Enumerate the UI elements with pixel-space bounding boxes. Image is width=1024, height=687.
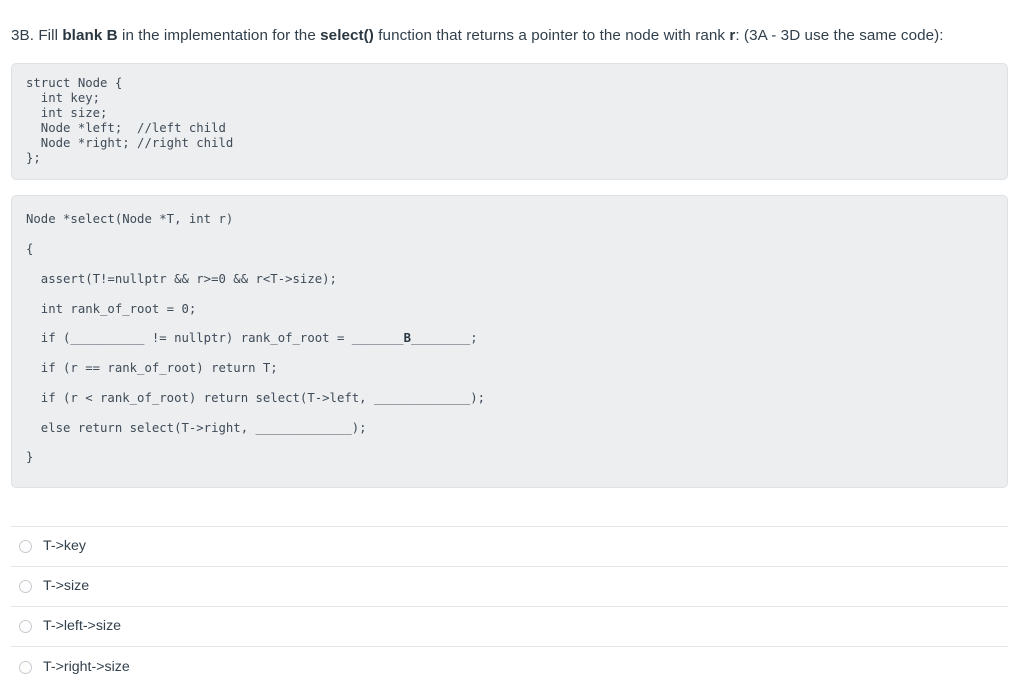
code-line-close-brace: } xyxy=(26,450,34,465)
option-row-t-key[interactable]: T->key xyxy=(11,527,1008,568)
prompt-bold-blank-b: blank B xyxy=(62,27,118,44)
code-line-open-brace: { xyxy=(26,242,34,257)
option-row-t-size[interactable]: T->size xyxy=(11,567,1008,608)
radio-button-icon[interactable] xyxy=(19,540,32,554)
option-label: T->left->size xyxy=(43,618,122,635)
struct-code-text: struct Node { int key; int size; Node *l… xyxy=(26,75,234,166)
prompt-text-4: : (3A - 3D use the same code): xyxy=(735,27,944,44)
radio-button-icon[interactable] xyxy=(19,660,32,674)
answer-options-list: T->key T->size T->left->size T->right->s… xyxy=(11,526,1008,687)
code-line-blank-b-suffix: ________; xyxy=(410,331,478,346)
code-line-rank-init: int rank_of_root = 0; xyxy=(26,301,197,316)
code-line-blank-b-prefix: if (__________ != nullptr) rank_of_root … xyxy=(26,331,404,346)
prompt-bold-select: select() xyxy=(320,27,374,44)
question-prompt: 3B. Fill blank B in the implementation f… xyxy=(0,0,1024,48)
prompt-text-1: 3B. Fill xyxy=(11,27,63,44)
option-label: T->right->size xyxy=(43,658,130,675)
option-row-t-right-size[interactable]: T->right->size xyxy=(11,647,1008,687)
code-line-signature: Node *select(Node *T, int r) xyxy=(26,212,234,227)
code-line-equal-check: if (r == rank_of_root) return T; xyxy=(26,361,278,376)
code-line-right-recurse: else return select(T->right, ___________… xyxy=(26,420,367,435)
code-block-struct: struct Node { int key; int size; Node *l… xyxy=(11,62,1008,181)
option-row-t-left-size[interactable]: T->left->size xyxy=(11,607,1008,648)
prompt-text-3: function that returns a pointer to the n… xyxy=(373,27,730,44)
select-code-text: Node *select(Node *T, int r) { assert(T!… xyxy=(12,196,1007,487)
code-line-left-recurse: if (r < rank_of_root) return select(T->l… xyxy=(26,390,486,405)
prompt-bold-r: r xyxy=(729,27,736,44)
radio-button-icon[interactable] xyxy=(19,620,32,634)
code-line-assert: assert(T!=nullptr && r>=0 && r<T->size); xyxy=(26,271,337,286)
option-label: T->size xyxy=(43,578,90,595)
radio-button-icon[interactable] xyxy=(19,580,32,594)
option-label: T->key xyxy=(43,538,86,555)
code-blank-label-b: B xyxy=(403,331,411,346)
prompt-text-2: in the implementation for the xyxy=(117,27,321,44)
code-block-select-function: Node *select(Node *T, int r) { assert(T!… xyxy=(11,195,1008,489)
